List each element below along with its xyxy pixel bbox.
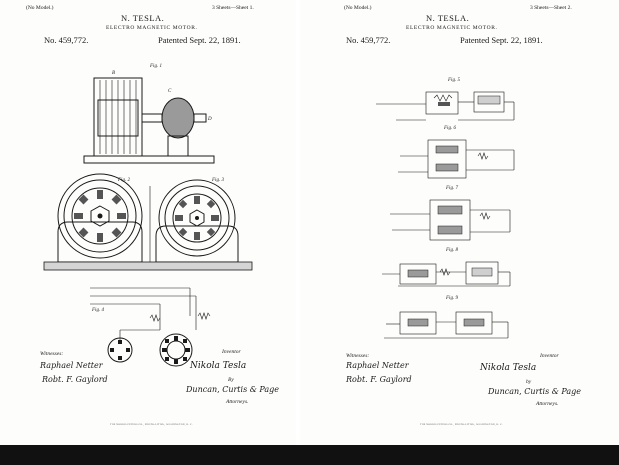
- fig-8-circuit: [382, 261, 511, 287]
- fig-6-circuit: [398, 139, 515, 179]
- patent-date: Patented Sept. 22, 1891.: [460, 35, 543, 45]
- bottom-black-bar: [0, 445, 619, 465]
- fig-9-label: Fig. 9: [446, 296, 458, 301]
- fig-1-label: Fig. 1: [150, 64, 162, 69]
- patent-number: No. 459,772.: [44, 35, 89, 45]
- witnesses-label: Witnesses:: [346, 353, 370, 359]
- sheet-indicator: 3 Sheets—Sheet 2.: [530, 5, 572, 11]
- inventor-name: N. TESLA.: [426, 13, 470, 23]
- witness-2-signature: Robt. F. Gaylord: [346, 375, 412, 384]
- patent-title: ELECTRO MAGNETIC MOTOR.: [106, 25, 198, 31]
- fig-4-label: Fig. 4: [92, 308, 104, 313]
- witness-2-signature: Robt. F. Gaylord: [42, 375, 108, 384]
- fig-9-circuit: [384, 311, 509, 339]
- fig-2-label: Fig. 2: [118, 178, 130, 183]
- by-label: By: [228, 377, 234, 383]
- by-label: by: [526, 379, 532, 385]
- patent-title: ELECTRO MAGNETIC MOTOR.: [406, 25, 498, 31]
- printer-footer: THE NORRIS PETERS CO., PHOTO-LITHO., WAS…: [110, 423, 193, 426]
- witness-1-signature: Raphael Netter: [346, 361, 409, 370]
- fig-8-label: Fig. 8: [446, 248, 458, 253]
- fig-3-label: Fig. 3: [212, 178, 224, 183]
- svg-text:D: D: [207, 117, 212, 122]
- inventor-signature: Nikola Tesla: [480, 363, 537, 373]
- patent-date: Patented Sept. 22, 1891.: [158, 35, 241, 45]
- attorneys-label: Attorneys.: [536, 401, 559, 407]
- attorneys-signature: Duncan, Curtis & Page: [186, 385, 280, 394]
- witness-1-signature: Raphael Netter: [40, 361, 103, 370]
- patent-sheet-2: (No Model.) 3 Sheets—Sheet 2. N. TESLA. …: [300, 0, 619, 445]
- inventor-label: Inventor: [222, 349, 241, 355]
- attorneys-label: Attorneys.: [226, 399, 249, 405]
- fig-1-motor-elevation: B C D: [83, 71, 215, 164]
- printer-footer: THE NORRIS PETERS CO., PHOTO-LITHO., WAS…: [420, 423, 503, 426]
- patent-sheet-1: (No Model.) 3 Sheets—Sheet 1. N. TESLA. …: [0, 0, 296, 445]
- fig-2-motor-section: [57, 173, 143, 263]
- inventor-label: Inventor: [540, 353, 559, 359]
- svg-text:B: B: [112, 71, 115, 76]
- sheet-indicator: 3 Sheets—Sheet 1.: [212, 5, 254, 11]
- fig-7-label: Fig. 7: [446, 186, 458, 191]
- fig-3-motor-section: [155, 179, 239, 263]
- circuit-drawings-sheet-2: [376, 91, 515, 339]
- fig-4-circuit: [90, 287, 211, 367]
- no-model-note: (No Model.): [26, 5, 54, 11]
- fig-7-circuit: [390, 199, 511, 241]
- patent-number: No. 459,772.: [346, 35, 391, 45]
- svg-text:C: C: [168, 89, 172, 94]
- fig-6-label: Fig. 6: [444, 126, 456, 131]
- no-model-note: (No Model.): [344, 5, 372, 11]
- attorneys-signature: Duncan, Curtis & Page: [488, 387, 582, 396]
- inventor-name: N. TESLA.: [121, 13, 165, 23]
- inventor-signature: Nikola Tesla: [190, 361, 247, 371]
- fig-5-circuit: [376, 91, 515, 121]
- fig-5-label: Fig. 5: [448, 78, 460, 83]
- witnesses-label: Witnesses:: [40, 351, 64, 357]
- motor-drawings-sheet-1: B C D: [43, 71, 253, 367]
